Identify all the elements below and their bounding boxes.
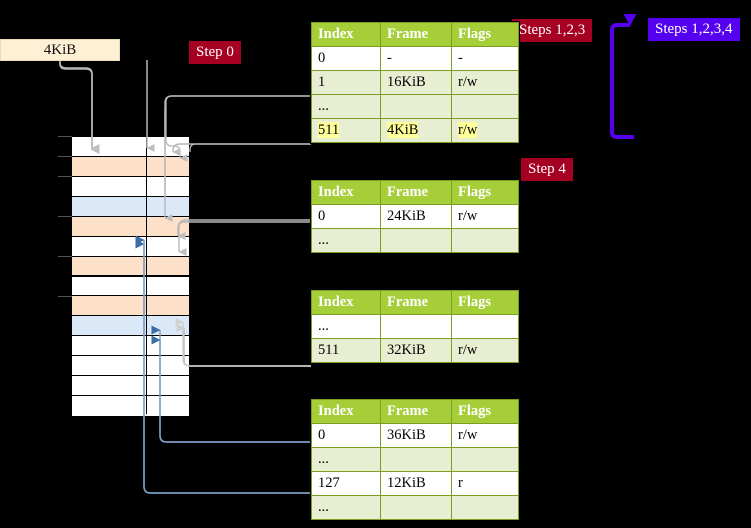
table-header-flags: Flags [451,22,519,47]
cell-index: 0 [311,423,381,448]
table-row: ... [311,495,519,520]
cell-index: ... [311,447,381,472]
cell-frame: 32KiB [380,338,452,363]
table-row: 0-- [311,46,519,71]
grid-tick-mark [58,156,72,157]
step-0-label: Step 0 [196,44,234,60]
table-header-frame: Frame [380,399,452,424]
cell-index: ... [311,228,381,253]
table-header-index: Index [311,180,381,205]
memory-frame-row [72,156,189,177]
physical-memory-grid [71,136,190,416]
memory-frame-row [72,336,189,357]
step-4-label: Step 4 [528,161,566,177]
cell-frame [380,228,452,253]
step-4-badge: Step 4 [521,158,573,181]
grid-tick-mark [58,176,72,177]
cell-flags: r/w [451,204,519,229]
cell-index: ... [311,495,381,520]
cell-frame: 36KiB [380,423,452,448]
memory-frame-row [72,356,189,377]
grid-tick-mark [58,216,72,217]
cell-flags [451,314,519,339]
cell-flags [451,94,519,119]
cell-frame: 16KiB [380,70,452,95]
cell-flags: r/w [451,423,519,448]
memory-frame-row [72,256,189,277]
steps-1234-label: Steps 1,2,3,4 [655,21,733,37]
table-header-index: Index [311,290,381,315]
grid-tick-mark [58,296,72,297]
memory-frame-row [72,137,189,157]
table-header-flags: Flags [451,399,519,424]
cell-frame: 4KiB [380,118,452,143]
table-header-flags: Flags [451,290,519,315]
cell-frame: 12KiB [380,471,452,496]
cell-frame [380,495,452,520]
cell-index: 511 [311,338,381,363]
cell-frame [380,447,452,472]
cell-flags [451,495,519,520]
table-row: ... [311,228,519,253]
memory-frame-row [72,176,189,197]
memory-frame-row [72,216,189,237]
memory-frame-row [72,236,189,257]
table-row: ... [311,447,519,472]
cell-flags [451,447,519,472]
memory-frame-row [72,376,189,397]
memory-frame-row [72,276,189,297]
cell-index: ... [311,94,381,119]
steps-123-badge: Steps 1,2,3 [512,19,593,42]
steps-123-label: Steps 1,2,3 [519,22,586,38]
cell-frame: - [380,46,452,71]
table-header-frame: Frame [380,290,452,315]
memory-frame-row [72,196,189,217]
table-header-frame: Frame [380,180,452,205]
memory-frame-row [72,296,189,317]
step-0-badge: Step 0 [189,41,241,64]
cell-index: 127 [311,471,381,496]
grid-tick-mark [58,136,72,137]
cell-flags: r/w [451,70,519,95]
table-row: ... [311,314,519,339]
cell-flags: r [451,471,519,496]
memory-frame-row [72,316,189,337]
cell-frame: 24KiB [380,204,452,229]
table-header-index: Index [311,22,381,47]
cell-frame [380,94,452,119]
cell-flags: r/w [451,338,519,363]
cell-frame [380,314,452,339]
table-header-flags: Flags [451,180,519,205]
cell-index: 511 [311,118,381,143]
table-header-index: Index [311,399,381,424]
cell-flags: r/w [451,118,519,143]
memory-grid-divider [146,137,147,414]
steps-1234-badge: Steps 1,2,3,4 [648,18,740,41]
cell-index: 0 [311,46,381,71]
kib-size-label: 4KiB [43,41,77,58]
grid-tick-mark [58,256,72,257]
kib-size-box: 4KiB [0,39,120,61]
cell-index: 0 [311,204,381,229]
cell-index: ... [311,314,381,339]
cell-flags: - [451,46,519,71]
cell-flags [451,228,519,253]
table-row: ... [311,94,519,119]
cell-index: 1 [311,70,381,95]
memory-frame-row [72,396,189,416]
table-header-frame: Frame [380,22,452,47]
